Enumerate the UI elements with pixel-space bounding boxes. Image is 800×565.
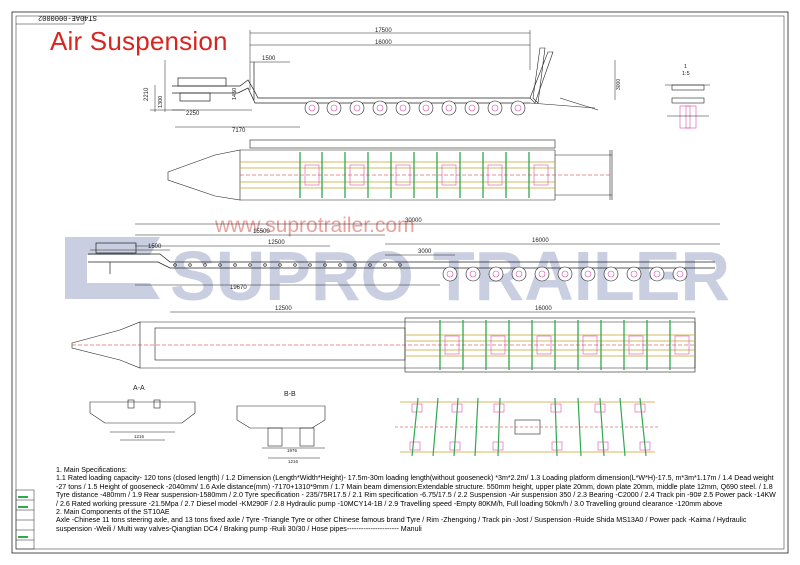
view-ratio-15: 1:5	[682, 71, 690, 77]
side-elevation-extended: 30000 15500 12500 1500 3000 16000 19670	[88, 218, 720, 291]
dim-16000: 16000	[375, 40, 392, 46]
dim-1450: 1450	[232, 88, 238, 100]
specs-heading: 1. Main Specifications:	[56, 466, 127, 474]
plan-view-extended: 12500 16000	[71, 306, 696, 373]
dim-1300: 1300	[158, 96, 164, 108]
dim-12500-plan: 12500	[275, 306, 292, 312]
dim-19670: 19670	[230, 285, 247, 291]
section-b-b-label: B-B	[284, 391, 296, 398]
side-wheels-extended	[442, 266, 688, 282]
dim-1216-aa: 1216	[134, 434, 145, 439]
side-wheels-closed	[304, 100, 526, 116]
watermark-url: www.suprotrailer.com	[214, 214, 415, 237]
dim-16000-plan: 16000	[535, 306, 552, 312]
title-block	[15, 489, 35, 550]
steering-diagram	[395, 397, 660, 457]
dim-12500: 12500	[268, 240, 285, 246]
side-elevation-closed: 17500 16000 1500 2210 1300 1450 2250 717…	[144, 28, 710, 134]
specifications: 1. Main Specifications: 1.1 Rated loadin…	[56, 466, 778, 533]
dim-17500: 17500	[375, 28, 392, 34]
specs-line-2: Axle -Chinese 11 tons steering axle, and…	[56, 516, 747, 533]
dim-1976-bb: 1976	[287, 448, 298, 453]
dim-30000: 30000	[405, 218, 422, 224]
specs-heading-2: 2. Main Components of the ST10AE	[56, 508, 170, 517]
plan-view-closed	[167, 139, 613, 201]
dim-1500-extended: 1500	[148, 244, 162, 250]
dim-1216-bb: 1216	[288, 459, 299, 464]
drawing-title: Air Suspension	[50, 26, 228, 56]
dim-2250: 2250	[186, 111, 200, 117]
border-frame	[11, 11, 789, 554]
watermark: www.suprotrailer.com SUPRO TRAILER	[65, 214, 730, 315]
dim-16000-extended: 16000	[532, 238, 549, 244]
dim-7170: 7170	[232, 128, 246, 134]
dim-1500: 1500	[262, 56, 276, 62]
dim-2210: 2210	[144, 87, 150, 101]
dim-3000: 3000	[418, 249, 432, 255]
specs-line-1: 1.1 Rated loading capacity- 120 tons (cl…	[56, 474, 776, 508]
dim-3000-vertical: 3000	[616, 79, 622, 90]
view-ratio-1: 1	[684, 64, 687, 70]
section-b-b: B-B 1976 1216	[236, 391, 326, 464]
dim-15500: 15500	[253, 229, 270, 235]
section-a-a-label: A-A	[133, 385, 145, 392]
section-a-a: A-A 1216	[89, 385, 196, 441]
